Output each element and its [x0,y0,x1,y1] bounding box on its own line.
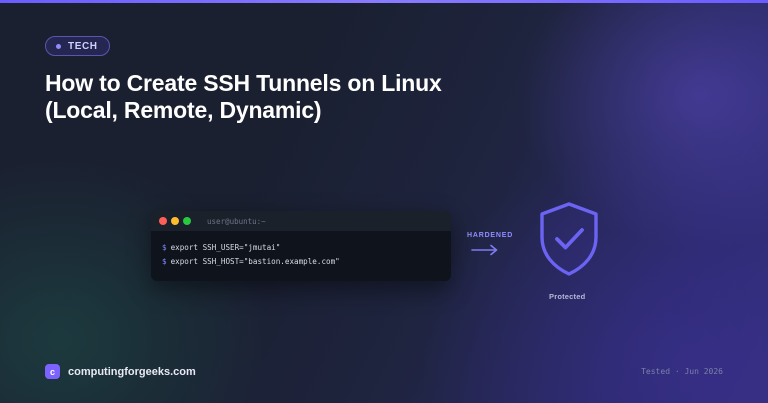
hardened-label: HARDENED [467,232,514,239]
terminal-line: $export SSH_USER="jmutai" [162,241,451,255]
maximize-light-icon [183,217,191,225]
page-title: How to Create SSH Tunnels on Linux (Loca… [45,70,442,123]
brand-name[interactable]: computingforgeeks.com [68,365,196,378]
terminal-titlebar: user@ubuntu:~ [151,211,451,231]
tag-dot-icon [56,43,61,49]
brand[interactable]: c computingforgeeks.com [45,364,196,379]
terminal-title: user@ubuntu:~ [207,216,266,226]
tag-label: TECH [68,40,98,52]
arrow-right-icon [471,244,498,256]
terminal-prompt: $ [162,257,167,266]
category-tag: TECH [45,36,110,56]
brand-logo-icon: c [45,364,60,379]
terminal-body: $export SSH_USER="jmutai" $export SSH_HO… [151,231,451,269]
terminal-command: export SSH_USER="jmutai" [170,243,281,252]
terminal-prompt: $ [162,243,167,252]
terminal-command: export SSH_HOST="bastion.example.com" [170,257,340,266]
terminal-line: $export SSH_HOST="bastion.example.com" [162,255,451,269]
close-light-icon [159,217,167,225]
tested-date: Tested · Jun 2026 [641,367,723,376]
terminal-window: user@ubuntu:~ $export SSH_USER="jmutai" … [151,211,451,281]
minimize-light-icon [171,217,179,225]
top-accent-bar [0,0,768,3]
protected-label: Protected [549,292,586,301]
shield-check-icon [540,202,598,276]
